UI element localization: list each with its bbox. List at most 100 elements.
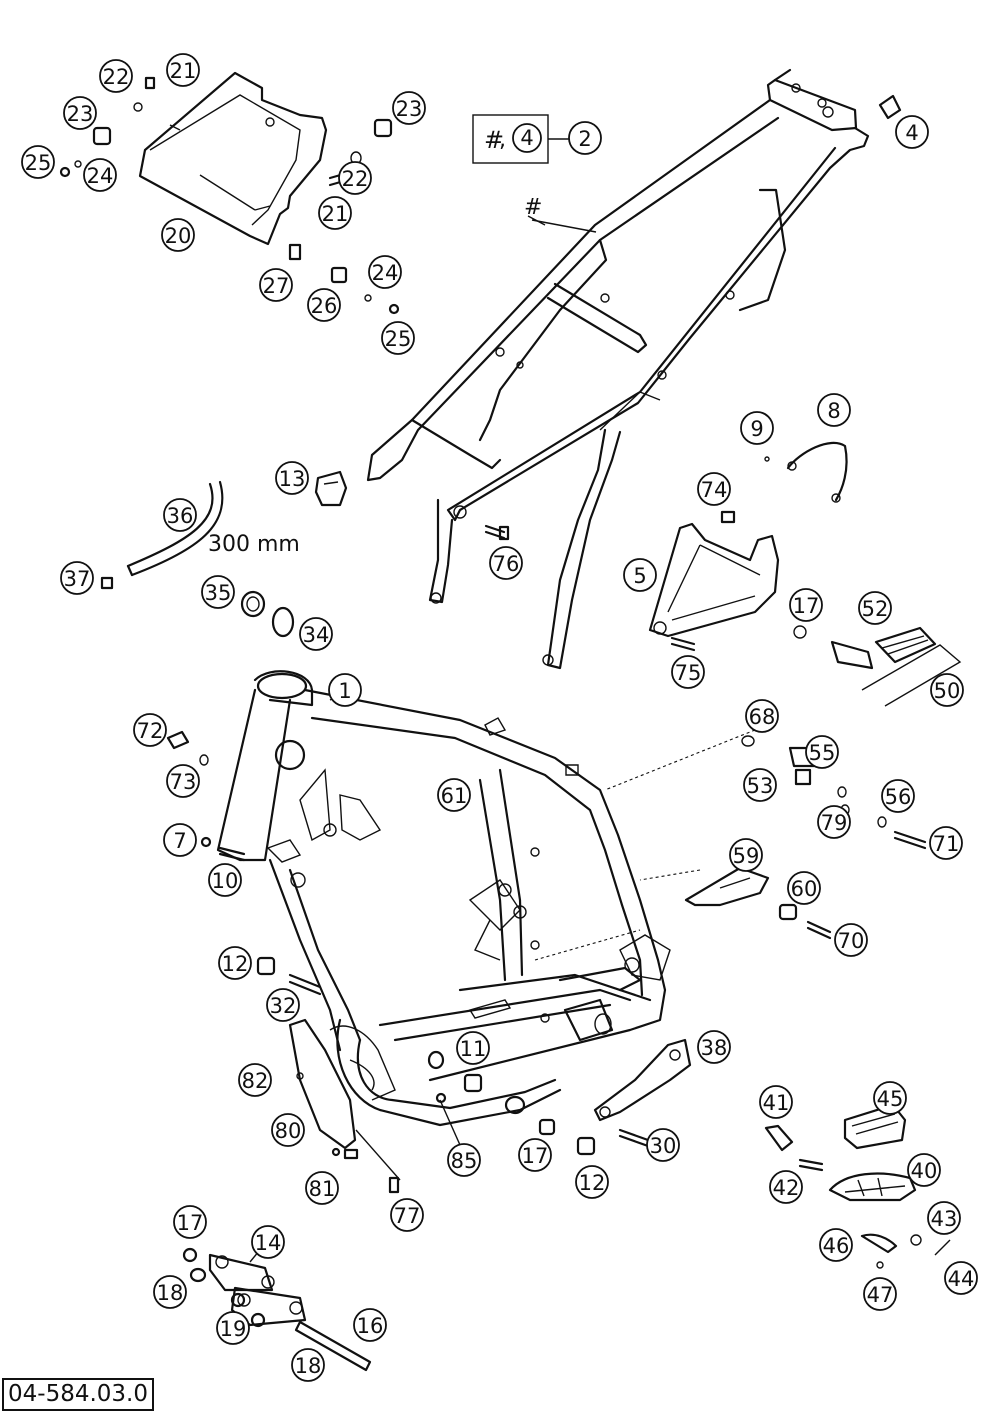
callout-9: 9: [740, 411, 774, 445]
callout-18b: 18: [291, 1348, 325, 1382]
callout-circle: [769, 1170, 803, 1204]
callout-26: 26: [307, 288, 341, 322]
callout-number: 44: [948, 1267, 975, 1291]
callout-5: 5: [623, 558, 657, 592]
callout-circle: [456, 1031, 490, 1065]
callout-number: 70: [838, 929, 865, 953]
callout-circle: [238, 1063, 272, 1097]
callout-number: 21: [170, 59, 197, 83]
callout-circle: [307, 288, 341, 322]
callout-circle: [819, 1228, 853, 1262]
callout-number: 53: [747, 774, 774, 798]
callout-number: 21: [322, 202, 349, 226]
callout-circle: [21, 145, 55, 179]
callout-34: 34: [299, 617, 333, 651]
callout-circle: [817, 805, 851, 839]
callout-12b: 12: [575, 1165, 609, 1199]
callout-number: 85: [451, 1149, 478, 1173]
note-box-symbol: #: [484, 126, 504, 154]
callout-circle: [153, 1275, 187, 1309]
callout-circle: [437, 778, 471, 812]
callout-number: 74: [701, 478, 728, 502]
callout-number: 41: [763, 1091, 790, 1115]
callout-circle: [353, 1308, 387, 1342]
callout-18a: 18: [153, 1275, 187, 1309]
callout-circle: [163, 823, 197, 857]
callout-circle: [697, 1030, 731, 1064]
callout-circle: [392, 91, 426, 125]
callout-27: 27: [259, 268, 293, 302]
callout-23a: 23: [63, 96, 97, 130]
callout-circle: [787, 871, 821, 905]
callout-circle: [163, 498, 197, 532]
subframe-mark: #: [524, 195, 542, 220]
callout-44: 44: [944, 1261, 978, 1295]
skid-plate: [138, 71, 328, 246]
callout-number: 38: [701, 1036, 728, 1060]
callout-circle: [907, 1153, 941, 1187]
engine-guard: [288, 1018, 400, 1194]
callout-number: 34: [303, 623, 330, 647]
callout-circle: [259, 268, 293, 302]
callout-circle: [518, 1138, 552, 1172]
callout-number: 59: [733, 844, 760, 868]
callout-4: 4: [895, 115, 929, 149]
callout-46: 46: [819, 1228, 853, 1262]
stand-bracket: [648, 441, 848, 652]
figure-code: 04-584.03.0: [2, 1378, 154, 1411]
callout-number: 60: [791, 877, 818, 901]
callout-number: 25: [25, 151, 52, 175]
callout-42: 42: [769, 1170, 803, 1204]
callout-60: 60: [787, 871, 821, 905]
callout-19: 19: [216, 1311, 250, 1345]
callout-number: 77: [394, 1204, 421, 1228]
callout-number: 43: [931, 1207, 958, 1231]
callout-number: 4: [905, 121, 918, 145]
callout-number: 79: [821, 811, 848, 835]
callout-number: 20: [165, 224, 192, 248]
callout-circle: [173, 1205, 207, 1239]
skid-plate-hardware: [59, 76, 400, 315]
callout-circle: [328, 673, 362, 707]
callout-circle: [299, 617, 333, 651]
grommet-rings: [240, 590, 295, 638]
callout-circle: [338, 161, 372, 195]
callout-number: 17: [522, 1144, 549, 1168]
callout-17c: 17: [173, 1205, 207, 1239]
callout-number: 50: [934, 679, 961, 703]
main-frame: [216, 670, 671, 1127]
callout-circle: [447, 1143, 481, 1177]
callout-77: 77: [390, 1198, 424, 1232]
callout-43: 43: [927, 1201, 961, 1235]
callout-circle: [381, 321, 415, 355]
callout-36: 36: [163, 498, 197, 532]
callout-number: 10: [212, 869, 239, 893]
callout-number: 26: [311, 294, 338, 318]
callout-circle: [697, 472, 731, 506]
callout-21b: 21: [318, 196, 352, 230]
callout-68: 68: [745, 699, 779, 733]
callout-75: 75: [671, 655, 705, 689]
callout-number: 56: [885, 785, 912, 809]
callout-81: 81: [305, 1171, 339, 1205]
callout-52: 52: [858, 591, 892, 625]
note-box-comma: ,: [499, 128, 506, 153]
callout-7: 7: [163, 823, 197, 857]
callout-circle: [927, 1201, 961, 1235]
callout-number: 5: [633, 564, 646, 588]
callout-number: 36: [167, 504, 194, 528]
callout-circle: [863, 1277, 897, 1311]
callout-35: 35: [201, 575, 235, 609]
callout-71: 71: [929, 826, 963, 860]
callout-circle: [858, 591, 892, 625]
callout-circle: [740, 411, 774, 445]
callout-22a: 22: [99, 59, 133, 93]
callout-circle: [133, 713, 167, 747]
callout-56: 56: [881, 779, 915, 813]
callout-number: 7: [173, 829, 186, 853]
callout-73: 73: [166, 764, 200, 798]
callout-number: 23: [67, 102, 94, 126]
callout-circle: [881, 779, 915, 813]
callout-circle: [759, 1085, 793, 1119]
callout-number: 16: [357, 1314, 384, 1338]
